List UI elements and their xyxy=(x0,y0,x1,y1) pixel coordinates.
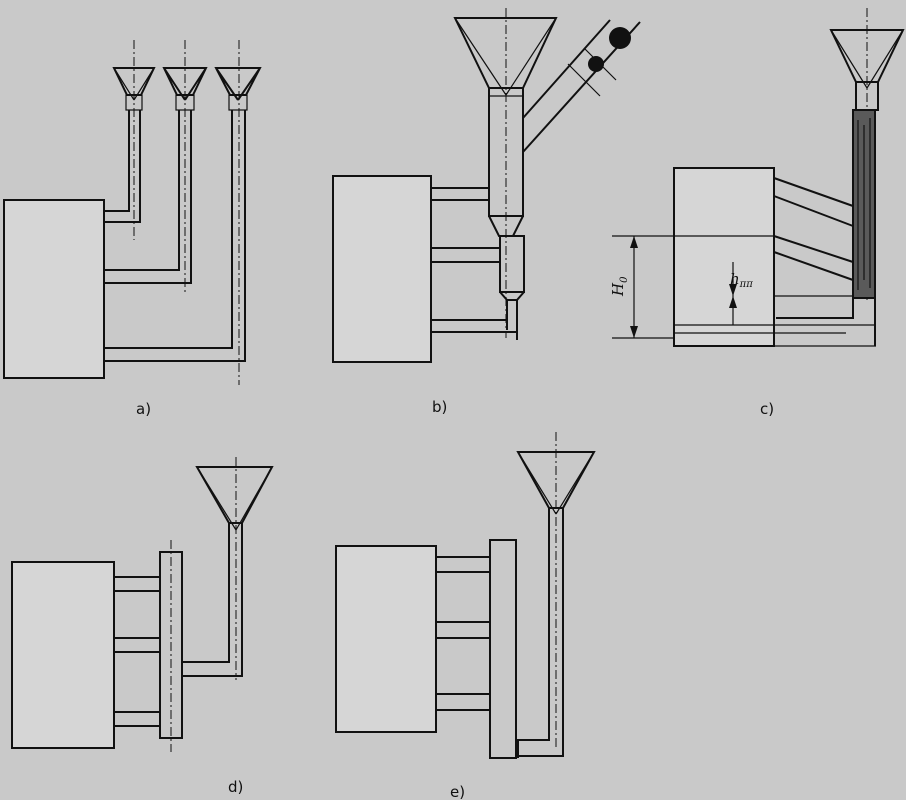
mold-cavity xyxy=(335,545,437,733)
ball-lower xyxy=(588,56,604,72)
panel-a: a) xyxy=(3,40,262,418)
ingate xyxy=(114,711,160,727)
sprue-texture xyxy=(857,118,871,290)
arrow xyxy=(729,296,737,308)
arrow-down xyxy=(630,326,638,338)
panel-c-label: c) xyxy=(760,400,774,418)
vertical-runner xyxy=(489,539,517,759)
panel-d: d) xyxy=(11,457,274,796)
funnel-lines xyxy=(196,466,273,531)
panel-b: b) xyxy=(332,8,641,416)
ingate xyxy=(436,621,490,639)
arrow-up xyxy=(630,236,638,248)
h-sub: ππ xyxy=(739,279,754,290)
ingate xyxy=(431,247,500,263)
mold-cavity xyxy=(332,175,432,363)
ingate xyxy=(431,319,517,333)
funnel-lines xyxy=(830,29,904,89)
sprue-lower xyxy=(499,235,525,293)
funnel-neck xyxy=(228,94,248,111)
sprue-runner xyxy=(104,110,141,223)
h-main: h xyxy=(730,270,740,288)
mold-cavity xyxy=(3,199,105,379)
u-sprue xyxy=(516,508,564,758)
panel-d-label: d) xyxy=(228,778,243,796)
arrow xyxy=(729,284,737,296)
label-h0: H0 xyxy=(609,276,630,297)
ingate xyxy=(436,556,490,573)
panel-e-label: e) xyxy=(450,783,465,800)
panel-b-label: b) xyxy=(432,398,447,416)
inclined-ingate xyxy=(773,235,854,281)
ingate xyxy=(114,576,160,592)
sprue-tip xyxy=(499,291,525,301)
panel-a-label: a) xyxy=(136,400,151,418)
ingate xyxy=(431,187,489,201)
panel-c: H0 hππ c) xyxy=(609,8,905,418)
h0-main: H xyxy=(609,282,627,297)
h0-sub: 0 xyxy=(619,276,630,283)
funnel-lines xyxy=(454,17,557,96)
sprue-runner xyxy=(182,523,243,677)
sprue-bottom xyxy=(506,300,518,340)
bottom-runner xyxy=(776,298,876,346)
inclined-ingate xyxy=(773,177,854,227)
sprue-runner xyxy=(104,110,192,284)
ball-upper xyxy=(609,27,631,49)
mold-cavity xyxy=(11,561,115,749)
funnel-lines xyxy=(517,451,595,515)
sprue-runner xyxy=(104,110,246,362)
pouring-basin xyxy=(195,466,274,524)
label-h: hππ xyxy=(730,270,753,290)
mold-cavity xyxy=(673,167,775,347)
panel-e: e) xyxy=(335,432,596,800)
ingate xyxy=(436,693,490,711)
ingate xyxy=(114,637,160,653)
